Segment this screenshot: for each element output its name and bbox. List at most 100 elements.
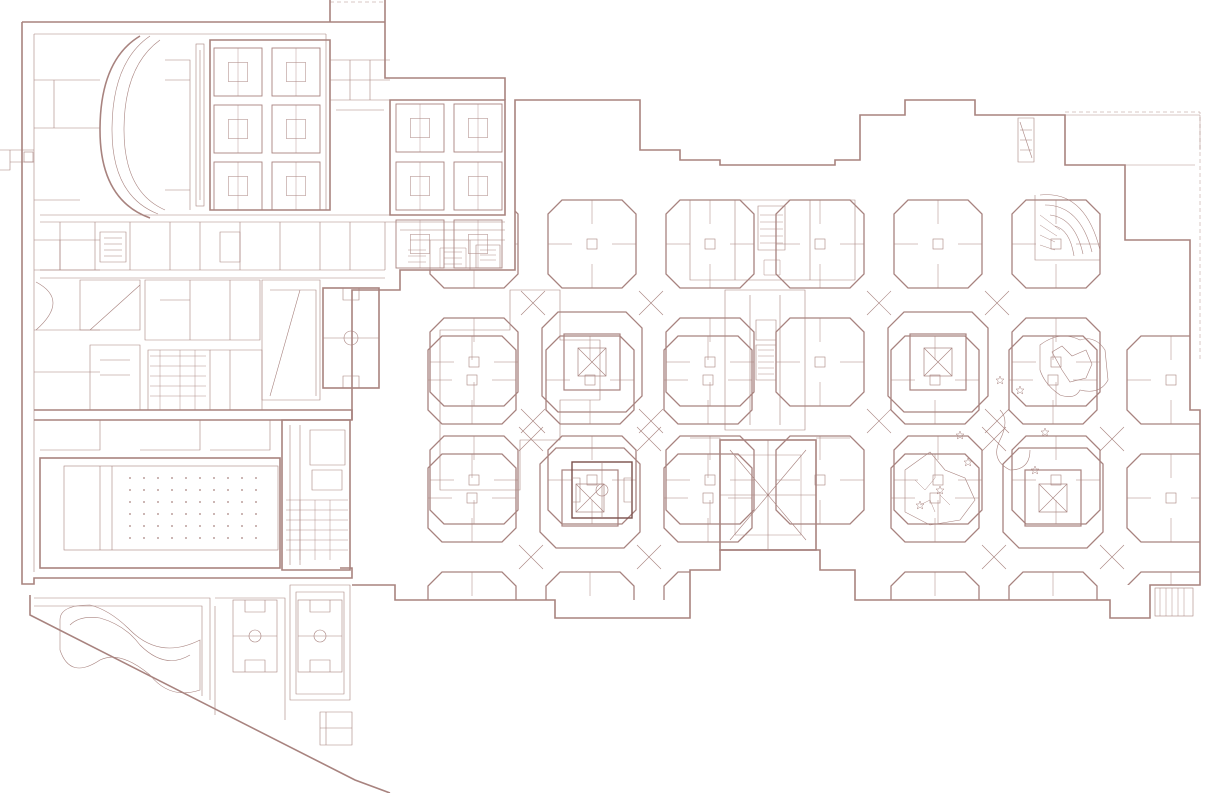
pool-marker — [199, 525, 201, 527]
partition — [666, 436, 754, 524]
pool-marker — [171, 537, 173, 539]
octagonal-room — [890, 453, 980, 543]
column — [703, 611, 713, 621]
skylight-cross — [923, 347, 953, 377]
star-icon — [963, 457, 973, 467]
pool-marker — [171, 477, 173, 479]
partition — [548, 200, 636, 288]
corridor-junction — [981, 544, 1007, 570]
column — [1050, 356, 1062, 368]
pool-marker — [171, 513, 173, 515]
pool-marker — [227, 489, 229, 491]
pool-marker — [171, 525, 173, 527]
pool-marker — [213, 537, 215, 539]
partition — [1012, 200, 1100, 288]
pool-marker — [129, 525, 131, 527]
partition — [664, 454, 752, 542]
column — [929, 492, 941, 504]
octagonal-room — [429, 317, 519, 407]
partition — [891, 572, 979, 600]
column — [585, 611, 595, 621]
pool-marker — [185, 513, 187, 515]
partition — [430, 318, 518, 406]
column — [702, 492, 714, 504]
atrium — [561, 469, 619, 527]
pool-marker — [171, 489, 173, 491]
east-wing — [775, 199, 1200, 621]
corridor-junction — [984, 290, 1010, 316]
column — [468, 474, 480, 486]
pool-marker — [129, 513, 131, 515]
corridor-junction — [866, 290, 892, 316]
octagonal-room — [663, 571, 753, 600]
column — [586, 474, 598, 486]
star-garden — [904, 451, 976, 526]
pool-marker — [213, 501, 215, 503]
column — [1050, 474, 1062, 486]
corridor-junction — [520, 408, 546, 434]
octagonal-room — [890, 335, 980, 425]
column — [930, 611, 940, 621]
partition — [428, 336, 516, 424]
pool-marker — [129, 537, 131, 539]
partition — [430, 436, 518, 524]
octagonal-room — [547, 199, 637, 289]
pool-marker — [255, 525, 257, 527]
column — [1050, 238, 1062, 250]
star-icon — [995, 375, 1005, 385]
pool-marker — [143, 537, 145, 539]
octagonal-room — [1008, 571, 1098, 600]
pool-marker — [213, 525, 215, 527]
pool-marker — [199, 537, 201, 539]
pool-marker — [157, 525, 159, 527]
column — [702, 374, 714, 386]
pool-marker — [227, 501, 229, 503]
partition — [666, 318, 754, 406]
octagonal-room — [427, 571, 517, 600]
pool-marker — [213, 489, 215, 491]
star-icon — [1030, 465, 1040, 475]
skylight-cross — [1038, 483, 1068, 513]
partition — [428, 572, 516, 600]
corridor-junction — [520, 290, 546, 316]
corridor-junction — [866, 408, 892, 434]
partition — [891, 336, 979, 424]
corridor-junction — [1099, 426, 1125, 452]
star-icon — [1015, 385, 1025, 395]
octagonal-room — [663, 335, 753, 425]
pool-marker — [241, 513, 243, 515]
partition — [894, 200, 982, 288]
column — [586, 238, 598, 250]
column — [1165, 492, 1177, 504]
octagonal-room — [541, 311, 643, 413]
partition — [1009, 572, 1097, 600]
partition — [776, 436, 864, 524]
pool-marker — [143, 489, 145, 491]
landscape-garden — [29, 584, 391, 793]
octagonal-room — [1002, 447, 1104, 549]
east-stair — [1154, 587, 1194, 617]
column — [932, 238, 944, 250]
corridor-junction — [636, 544, 662, 570]
atrium — [563, 333, 621, 391]
pool-marker — [185, 489, 187, 491]
west-block — [0, 0, 506, 585]
column — [466, 492, 478, 504]
partition — [891, 454, 979, 542]
star-icon — [935, 485, 945, 495]
pool-marker — [157, 501, 159, 503]
octagonal-room — [427, 335, 517, 425]
pool-marker — [255, 537, 257, 539]
partition — [776, 318, 864, 406]
star-icon — [915, 500, 925, 510]
atrium — [1024, 469, 1082, 527]
octagonal-room — [775, 199, 865, 289]
column — [814, 474, 826, 486]
north-courts — [395, 103, 503, 269]
pool-marker — [213, 477, 215, 479]
play-area — [1039, 335, 1109, 397]
corridor-junction — [1099, 544, 1125, 570]
west-block-outline — [21, 0, 506, 585]
column — [468, 238, 480, 250]
